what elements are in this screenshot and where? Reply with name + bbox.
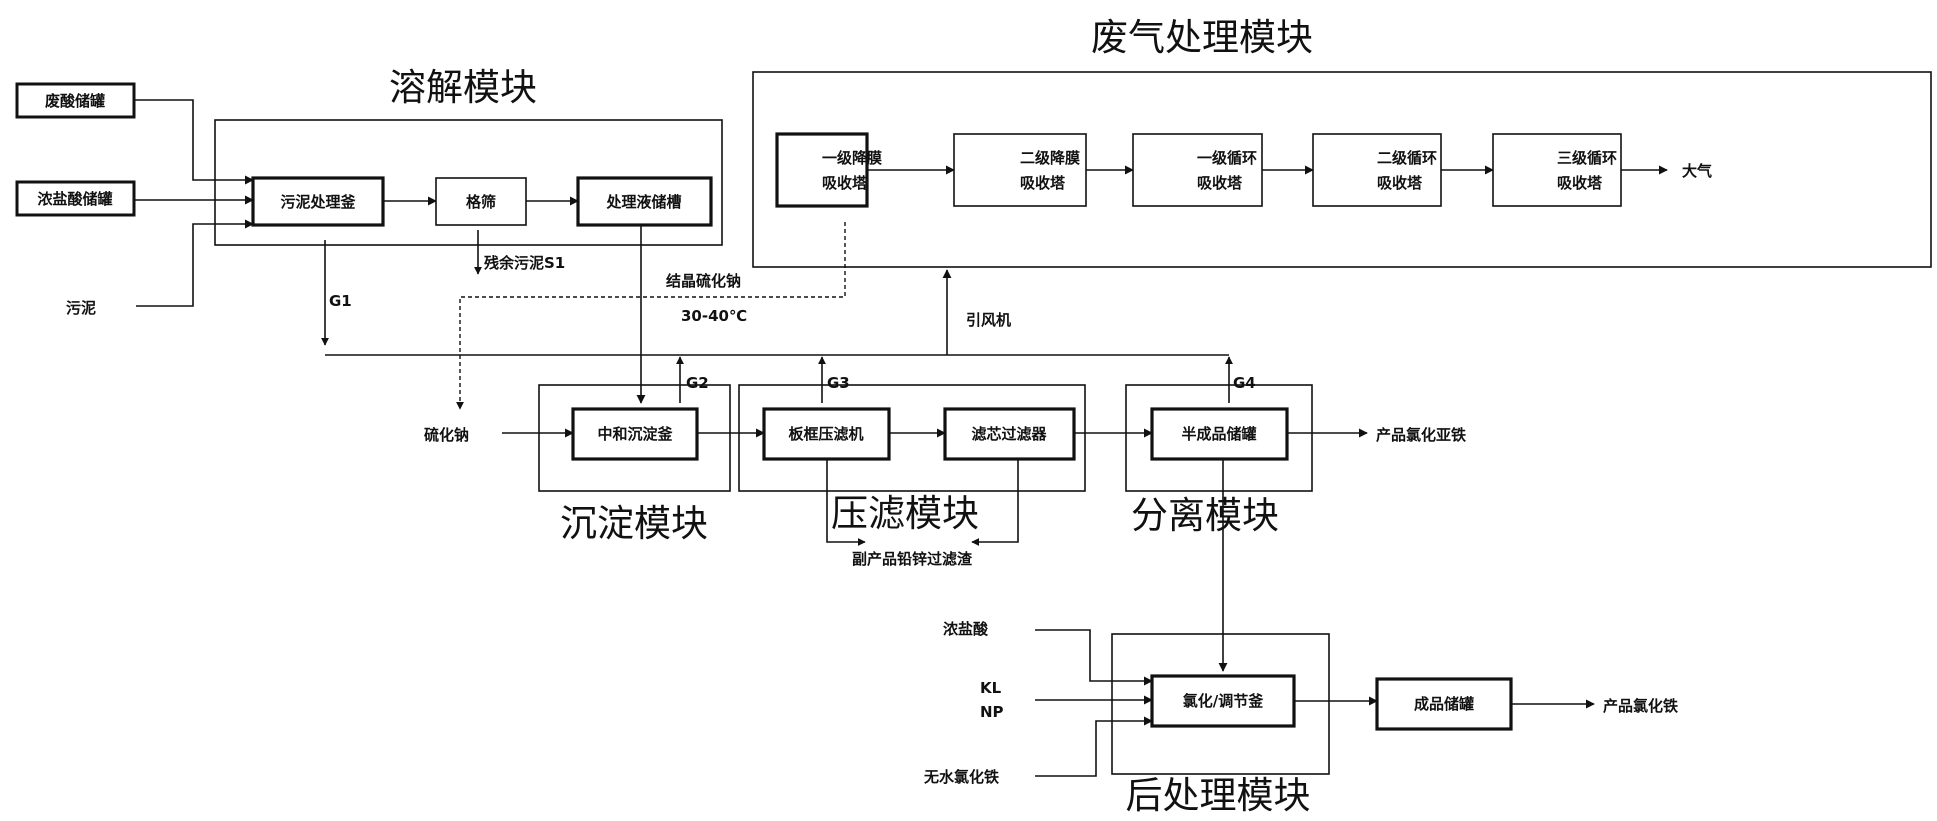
dissolve-module-frame [214,119,723,246]
crystal-na2s-dashed-line [456,222,846,410]
precip-module-title: 沉淀模块 [560,502,708,545]
tower1-box [775,132,869,208]
cartridge-filter-box [943,407,1076,461]
tower5-label-line1: 三级循环 [1557,149,1617,167]
sludge-line [136,219,254,307]
product-tank-label: 成品储罐 [1414,695,1474,713]
tower2-label-line1: 二级降膜 [1020,149,1080,167]
waste-acid-line [134,99,254,185]
chlorination-kettle-label: 氯化/调节釜 [1183,692,1264,710]
exhaust-module-title: 废气处理模块 [1091,16,1313,59]
crystal-na2s-label: 结晶硫化钠 [666,272,741,290]
tower1-label-line2: 吸收塔 [822,174,868,192]
conc-hcl-tank-label: 浓盐酸储罐 [37,190,112,208]
tower4-label: 二级循环吸收塔 [1377,149,1437,192]
semi-tank-box [1150,407,1289,461]
post-module-frame [1111,633,1330,775]
cartridge-filter-label: 滤芯过滤器 [971,425,1047,443]
residual-sludge-label: 残余污泥S1 [484,254,565,272]
sludge-kettle-box [251,176,385,227]
g3-label: G3 [827,374,850,392]
screen-box [435,177,527,226]
plate-press-label: 板框压滤机 [788,425,863,443]
liquid-tank-box [576,176,713,227]
product-tank-box [1375,677,1513,731]
tower3-box [1132,133,1263,207]
waste-acid-tank-label: 废酸储罐 [45,92,105,110]
post-module-title: 后处理模块 [1126,774,1311,817]
byproduct-label: 副产品铅锌过滤渣 [852,550,973,568]
filter-module-title: 压滤模块 [831,492,979,535]
neutral-kettle-box [571,407,699,461]
byproduct-line-right [971,455,1019,546]
tower3-label: 一级循环吸收塔 [1197,149,1257,192]
temp-label: 30-40℃ [681,307,747,325]
screen-label: 格筛 [466,193,496,211]
tower4-box [1312,133,1442,207]
product-ferric-label: 产品氯化铁 [1603,697,1678,715]
kl-input-label: KL [980,679,1002,697]
plate-press-box [762,407,891,461]
anhydrous-fecl3-input-label: 无水氯化铁 [923,768,999,786]
tower1-label: 一级降膜吸收塔 [822,149,882,192]
tower4-label-line1: 二级循环 [1377,149,1437,167]
filter-module-frame [738,384,1086,492]
exhaust-module-frame [752,71,1932,268]
separate-module-frame [1125,384,1313,492]
precip-module-frame [538,384,731,492]
sludge-kettle-label: 污泥处理釜 [280,193,356,211]
np-input-label: NP [980,703,1004,721]
product-ferrous-label: 产品氯化亚铁 [1376,426,1466,444]
tower1-label-line1: 一级降膜 [822,149,882,167]
waste-acid-tank-box [15,82,136,119]
neutral-kettle-label: 中和沉淀釜 [597,425,673,443]
g1-label: G1 [329,292,352,310]
tower2-label-line2: 吸收塔 [1020,174,1066,192]
atmosphere-label: 大气 [1682,162,1712,180]
tower5-box [1492,133,1622,207]
tower5-label-line2: 吸收塔 [1557,174,1603,192]
na2s-input-label: 硫化钠 [424,426,469,444]
post-hcl-line [1035,629,1153,686]
liquid-tank-label: 处理液储槽 [605,193,681,211]
g2-label: G2 [686,374,709,392]
tower4-label-line2: 吸收塔 [1377,174,1423,192]
dissolve-module-title: 溶解模块 [389,66,537,109]
fan-label: 引风机 [966,311,1011,329]
chlorination-kettle-box [1150,674,1296,728]
conc-hcl-tank-box [15,180,136,217]
byproduct-line-left [826,455,866,546]
g4-label: G4 [1233,374,1256,392]
post-fecl3-line [1035,716,1153,777]
tower2-box [953,133,1087,207]
tower2-label: 二级降膜吸收塔 [1020,149,1080,192]
tower5-label: 三级循环吸收塔 [1557,149,1617,192]
separate-module-title: 分离模块 [1131,494,1279,537]
tower3-label-line2: 吸收塔 [1197,174,1243,192]
semi-tank-label: 半成品储罐 [1181,425,1256,443]
sludge-input-label: 污泥 [66,299,96,317]
tower3-label-line1: 一级循环 [1197,149,1257,167]
conc-hcl-input-label: 浓盐酸 [943,620,989,638]
